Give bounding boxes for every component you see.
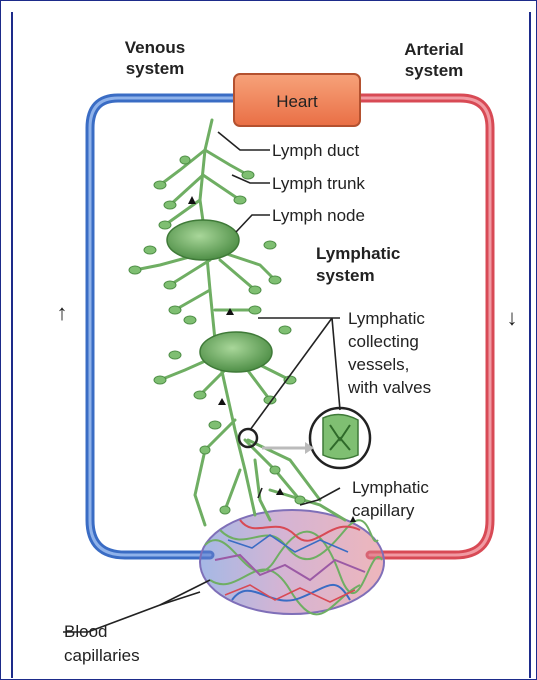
lymph-trunk-label: Lymph trunk (272, 174, 365, 193)
lymphatic-system-label-2: system (316, 266, 375, 285)
collecting-vessels-label-2: collecting (348, 332, 419, 351)
up-arrow-icon: ↑ (57, 300, 68, 325)
lymph-duct-label: Lymph duct (272, 141, 360, 160)
lymphatic-system-label-1: Lymphatic (316, 244, 400, 263)
collecting-vessels-label-3: vessels, (348, 355, 409, 374)
arterial-system-label-2: system (405, 61, 464, 80)
blood-capillary-bed (200, 510, 384, 614)
venous-system-label-2: system (126, 59, 185, 78)
arterial-system-label-1: Arterial (404, 40, 464, 59)
venous-system-label-1: Venous (125, 38, 185, 57)
lymph-node-upper (167, 220, 239, 260)
collecting-vessels-label-1: Lymphatic (348, 309, 425, 328)
down-arrow-icon: ↓ (507, 305, 518, 330)
heart-label: Heart (276, 92, 318, 111)
lymph-node-label: Lymph node (272, 206, 365, 225)
lymph-node-lower (200, 332, 272, 372)
blood-capillaries-label-2: capillaries (64, 646, 140, 665)
lymphatic-capillary-label-2: capillary (352, 501, 415, 520)
collecting-vessels-label-4: with valves (347, 378, 431, 397)
lymphatic-capillary-label-1: Lymphatic (352, 478, 429, 497)
blood-capillaries-label-1: Blood (64, 622, 107, 641)
